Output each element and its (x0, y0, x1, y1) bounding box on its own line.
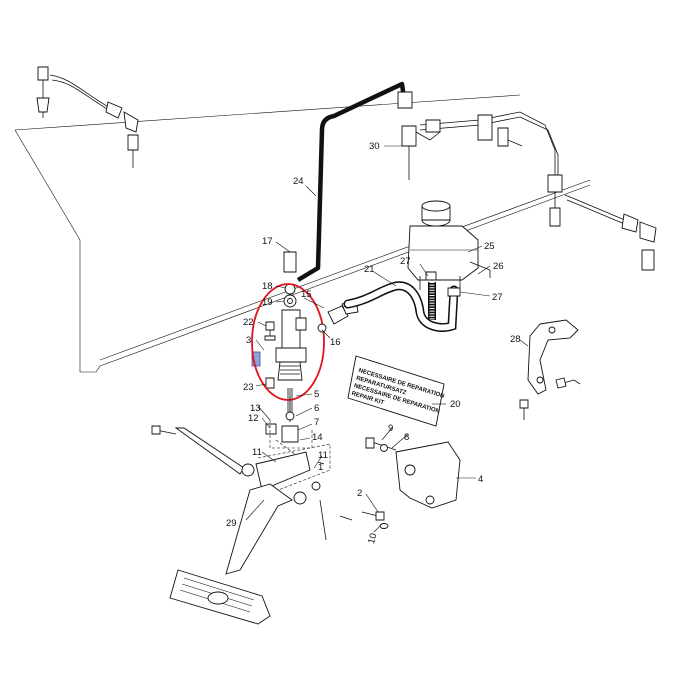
callout-labels: 17 18 19 22 3 23 24 30 15 16 21 27 25 26… (226, 141, 521, 545)
upper-left-line-assembly (36, 66, 139, 168)
fitting-stack (283, 251, 297, 308)
callout-26: 26 (493, 261, 504, 272)
pushrod-parts (265, 396, 313, 459)
bracket-28 (519, 319, 581, 420)
callout-4: 4 (478, 474, 483, 485)
reservoir-25 (407, 200, 491, 290)
callout-27b: 27 (492, 292, 503, 303)
callout-13: 13 (250, 403, 261, 414)
mounting-plate-4 (361, 437, 461, 529)
callout-28: 28 (510, 334, 521, 345)
callout-18: 18 (262, 281, 273, 292)
master-cylinder (251, 283, 325, 422)
upper-right-line-assembly (419, 111, 657, 271)
callout-10: 10 (366, 532, 379, 545)
clips-27 (425, 271, 461, 297)
callout-23: 23 (243, 382, 254, 393)
brake-pedal (169, 483, 293, 625)
hose-21 (343, 281, 459, 332)
callout-24: 24 (293, 176, 304, 187)
callout-14: 14 (312, 432, 323, 443)
pipe-24 (296, 81, 413, 282)
callout-2: 2 (357, 488, 362, 499)
callout-20: 20 (450, 399, 461, 410)
callout-19: 19 (262, 297, 273, 308)
pivot-shaft (151, 425, 353, 541)
callout-5: 5 (314, 389, 319, 400)
callout-25: 25 (484, 241, 495, 252)
callout-3: 3 (246, 335, 251, 346)
callout-12: 12 (248, 413, 259, 424)
callout-7: 7 (314, 417, 319, 428)
callout-21: 21 (364, 264, 375, 275)
repair-kit-plate: NECESSAIRE DE REPARATION REPARATURSATZ N… (347, 355, 445, 427)
callout-6: 6 (314, 403, 319, 414)
callout-30: 30 (369, 141, 380, 152)
callout-11b: 11 (318, 450, 328, 461)
callout-1: 1 (318, 462, 323, 473)
fitting-30 (401, 119, 441, 180)
callout-8: 8 (404, 432, 409, 443)
callout-9: 9 (388, 423, 393, 434)
callout-22: 22 (243, 317, 254, 328)
callout-15: 15 (301, 289, 312, 300)
small-hardware (264, 321, 325, 465)
callout-16: 16 (330, 337, 341, 348)
callout-11a: 11 (252, 447, 262, 458)
callout-17: 17 (262, 236, 273, 247)
callout-27a: 27 (400, 256, 411, 267)
callout-29: 29 (226, 518, 237, 529)
highlight-circle (251, 283, 325, 401)
leader-lines (245, 145, 529, 533)
